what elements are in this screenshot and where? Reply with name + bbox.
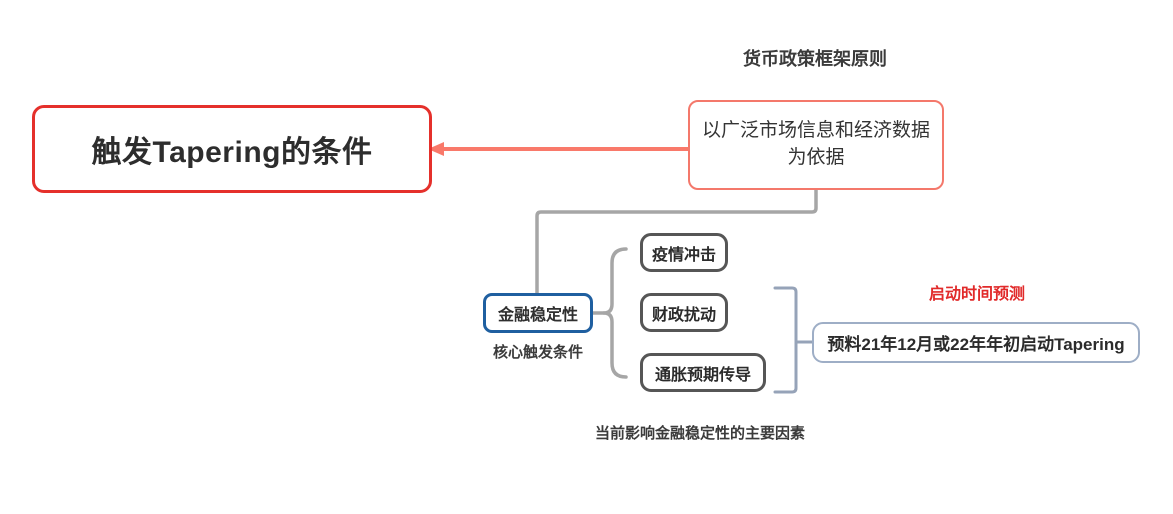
node-root-label: 触发Tapering的条件: [91, 136, 373, 169]
factors-caption: 当前影响金融稳定性的主要因素: [594, 425, 805, 442]
stability-caption: 核心触发条件: [492, 344, 583, 361]
node-financial-stability[interactable]: 金融稳定性: [483, 293, 593, 333]
node-prediction-label: 预料21年12月或22年年初启动Tapering: [827, 335, 1125, 354]
node-factor-label: 疫情冲击: [651, 246, 716, 264]
node-factor-fiscal-disturbance[interactable]: 财政扰动: [640, 293, 728, 332]
node-factor-label: 财政扰动: [651, 306, 716, 324]
node-principle-label: 以广泛市场信息和经济数据为依据: [701, 120, 930, 168]
node-policy-framework-principle[interactable]: 以广泛市场信息和经济数据为依据: [688, 100, 944, 190]
node-factor-inflation-expectation[interactable]: 通胀预期传导: [640, 353, 766, 392]
prediction-caption: 启动时间预测: [928, 286, 1025, 303]
connector-factors-prediction: [773, 286, 814, 394]
connector-root-principle: [428, 142, 688, 156]
node-root-trigger-conditions[interactable]: 触发Tapering的条件: [32, 105, 432, 193]
node-stability-label: 金融稳定性: [497, 307, 578, 324]
node-factor-label: 通胀预期传导: [654, 366, 751, 384]
node-launch-time-prediction[interactable]: 预料21年12月或22年年初启动Tapering: [812, 322, 1140, 363]
principle-caption: 货币政策框架原则: [743, 49, 887, 69]
node-factor-epidemic-shock[interactable]: 疫情冲击: [640, 233, 728, 272]
